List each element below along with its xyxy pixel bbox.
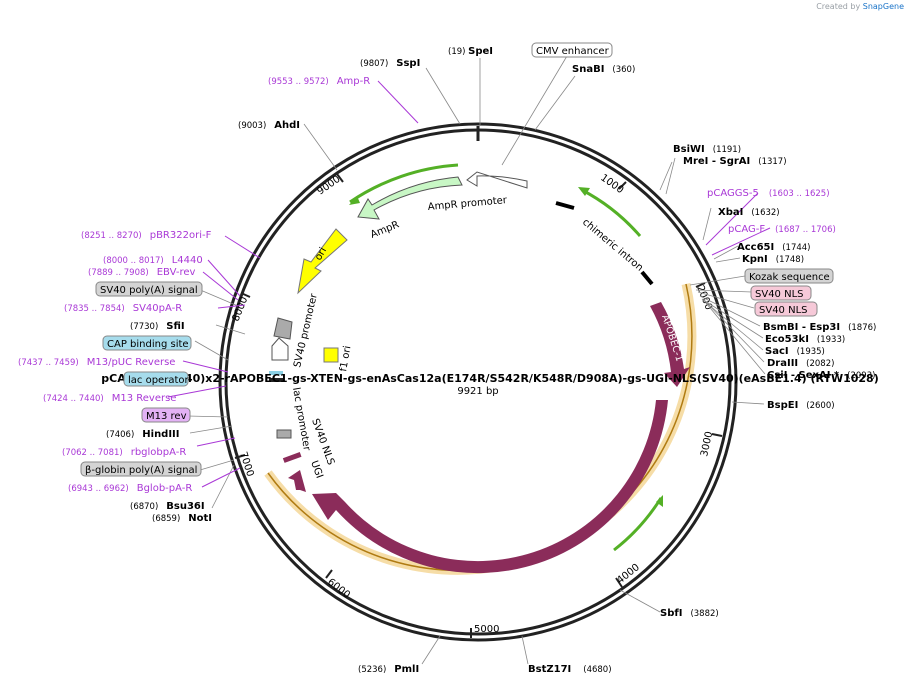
ascpf1-label: AsCpf1 <box>510 567 547 585</box>
chimeric-intron-label: chimeric intron <box>580 217 645 274</box>
svg-text:(19) SpeI: (19) SpeI <box>448 46 493 57</box>
bglobin-polya-label: β-globin poly(A) signal <box>85 465 197 476</box>
right-labels: (19) SpeI SnaBI(360) BsiWI(1191) MreI - … <box>358 46 876 675</box>
svg-text:pCAGGS-5(1603 .. 1625): pCAGGS-5(1603 .. 1625) <box>707 188 830 199</box>
sv40-promoter-shape <box>273 317 293 340</box>
cap-site-label: CAP binding site <box>107 339 189 350</box>
backbone-outer <box>218 122 738 642</box>
svg-text:SnaBI(360): SnaBI(360) <box>572 64 635 75</box>
svg-text:BstZ17I(4680): BstZ17I(4680) <box>528 664 612 675</box>
svg-text:SacI(1935): SacI(1935) <box>765 346 825 357</box>
svg-text:(7730)SfiI: (7730)SfiI <box>130 321 185 332</box>
svg-text:(7437 .. 7459)M13/pUC Reverse: (7437 .. 7459)M13/pUC Reverse <box>18 357 175 368</box>
leader-lines <box>187 55 766 665</box>
svg-text:BsmBI - Esp3I(1876): BsmBI - Esp3I(1876) <box>763 322 876 333</box>
sv40-nls-inner-box <box>282 452 302 463</box>
cmv-enhancer-label: CMV enhancer <box>536 46 610 57</box>
svg-text:(6943 .. 6962)Bglob-pA-R: (6943 .. 6962)Bglob-pA-R <box>68 483 192 494</box>
svg-text:(8000 .. 8017)L4440: (8000 .. 8017)L4440 <box>103 255 203 266</box>
svg-text:BsiWI(1191): BsiWI(1191) <box>673 144 741 155</box>
svg-text:SbfI(3882): SbfI(3882) <box>660 608 719 619</box>
apobec1-label: APOBEC-1 <box>659 314 684 363</box>
tick-3000: 3000 <box>699 430 715 457</box>
ugi-arrow <box>288 470 306 492</box>
apobec1-arrow <box>650 302 690 387</box>
svg-text:(6859)NotI: (6859)NotI <box>152 513 212 524</box>
plasmid-length: 9921 bp <box>457 386 498 397</box>
svg-text:KpnI(1748): KpnI(1748) <box>742 254 804 265</box>
sv40-nls-2-label: SV40 NLS <box>759 305 808 316</box>
svg-text:BspEI(2600): BspEI(2600) <box>767 400 835 411</box>
boxed-features: CMV enhancer Kozak sequence SV40 NLS SV4… <box>80 42 834 477</box>
amp-promoter-label: AmpR promoter <box>427 195 508 213</box>
f1-ori-label: f1 ori <box>338 345 353 373</box>
amp-promoter-arrow <box>466 171 528 189</box>
svg-text:(7835 .. 7854)SV40pA-R: (7835 .. 7854)SV40pA-R <box>64 303 182 314</box>
lac-promoter-label: lac promoter <box>290 387 312 453</box>
primer-leaders <box>167 80 771 488</box>
ampr-arrow <box>357 176 463 220</box>
svg-text:(7062 .. 7081)rbglobpA-R: (7062 .. 7081)rbglobpA-R <box>62 447 186 458</box>
primer-labels: pCAGGS-5(1603 .. 1625) pCAG-F(1687 .. 17… <box>18 76 836 494</box>
ampr-label: AmpR <box>369 219 401 240</box>
lac-operator-label: lac operator <box>128 375 189 386</box>
f1-ori-arrow <box>271 337 289 361</box>
yellow-small-box <box>323 347 339 363</box>
svg-text:(9553 .. 9572)Amp-R: (9553 .. 9572)Amp-R <box>268 76 370 87</box>
svg-text:XbaI(1632): XbaI(1632) <box>718 207 780 218</box>
svg-text:(7406)HindIII: (7406)HindIII <box>106 429 180 440</box>
lac-promoter-shape <box>276 429 292 439</box>
svg-text:(7424 .. 7440)M13 Reverse: (7424 .. 7440)M13 Reverse <box>43 393 176 404</box>
svg-text:(9003)AhdI: (9003)AhdI <box>238 120 300 131</box>
svg-text:pCAG-F(1687 .. 1706): pCAG-F(1687 .. 1706) <box>728 224 836 235</box>
ugi-label: UGI <box>308 459 325 480</box>
sv40-polya-label: SV40 poly(A) signal <box>100 285 198 296</box>
left-labels: (9807)SspI (9003)AhdI (7730)SfiI (7406)H… <box>106 58 420 524</box>
svg-text:MreI - SgrAI(1317): MreI - SgrAI(1317) <box>683 156 787 167</box>
svg-text:(8251 .. 8270)pBR322ori-F: (8251 .. 8270)pBR322ori-F <box>81 230 212 241</box>
sv40-nls-1-label: SV40 NLS <box>755 289 804 300</box>
kozak-label: Kozak sequence <box>749 272 830 283</box>
svg-text:DraIII(2082): DraIII(2082) <box>767 358 834 369</box>
amp-green-line <box>349 163 459 204</box>
svg-text:(9807)SspI: (9807)SspI <box>360 58 420 69</box>
svg-text:CsiI - SexAI *(2093): CsiI - SexAI *(2093) <box>767 370 875 381</box>
sv40-nls-inner-label: SV40 NLS <box>309 417 336 466</box>
plasmid-name: pCAG-NLS(SV40)x2-rAPOBEC1-gs-XTEN-gs-enA… <box>101 372 878 385</box>
sv40-promoter-label: SV40 promoter <box>292 292 320 369</box>
svg-text:(5236)PmlI: (5236)PmlI <box>358 664 419 675</box>
orf-arc <box>264 283 697 575</box>
svg-text:(7889 .. 7908)EBV-rev: (7889 .. 7908)EBV-rev <box>88 267 195 278</box>
tick-5000: 5000 <box>474 624 499 635</box>
ori-arrow <box>297 228 348 295</box>
svg-text:Eco53kI(1933): Eco53kI(1933) <box>765 334 845 345</box>
ascpf1-arrow <box>312 400 668 574</box>
svg-text:Acc65I(1744): Acc65I(1744) <box>737 242 811 253</box>
m13-rev-label: M13 rev <box>146 411 187 422</box>
snapgene-credit: Created by SnapGene <box>816 2 904 11</box>
svg-text:(6870)Bsu36I: (6870)Bsu36I <box>130 501 205 512</box>
